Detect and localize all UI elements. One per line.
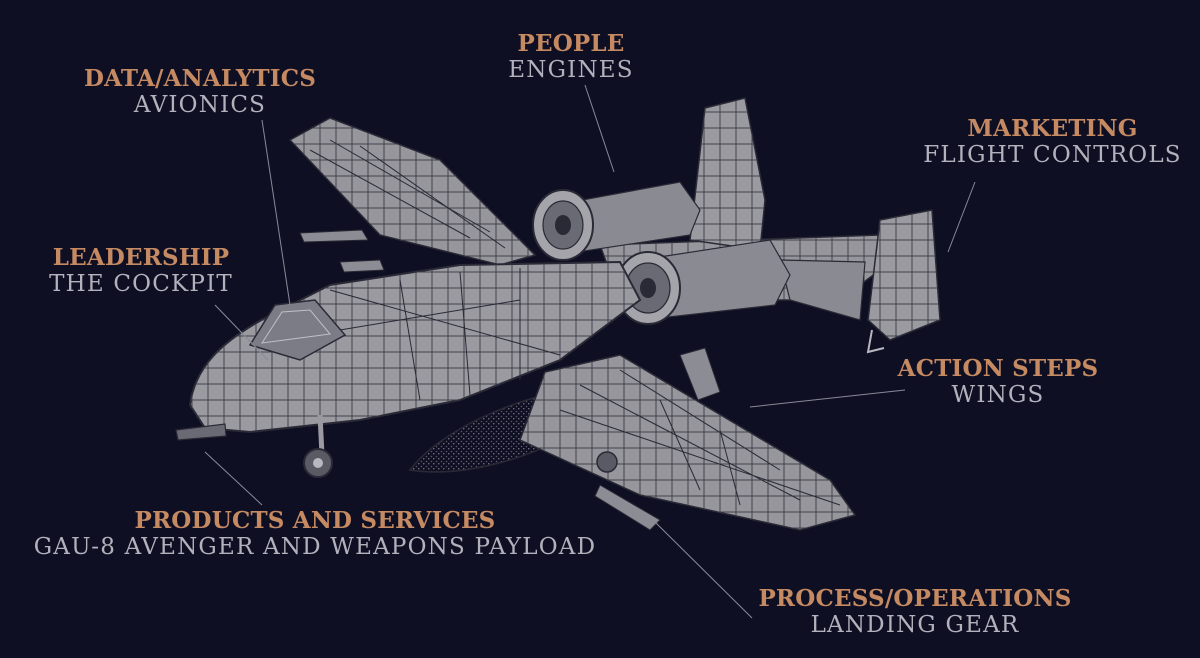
main-landing-gear bbox=[596, 451, 618, 473]
right-wing-pylon bbox=[594, 347, 721, 531]
label-part: GAU-8 AVENGER AND WEAPONS PAYLOAD bbox=[33, 534, 597, 560]
left-wing bbox=[288, 117, 537, 266]
leader-line-avionics bbox=[261, 119, 291, 306]
leader-line-engines bbox=[584, 84, 615, 173]
label-people-engines: PEOPLE ENGINES bbox=[500, 32, 642, 82]
label-category: DATA/ANALYTICS bbox=[83, 65, 317, 92]
label-category: MARKETING bbox=[967, 115, 1138, 142]
engine-upper bbox=[532, 181, 701, 261]
label-category: PRODUCTS AND SERVICES bbox=[134, 507, 496, 534]
label-leadership-cockpit: LEADERSHIP THE COCKPIT bbox=[36, 246, 246, 296]
label-category: PEOPLE bbox=[517, 30, 625, 57]
vertical-stabilizer-left bbox=[689, 97, 766, 251]
label-part: THE COCKPIT bbox=[49, 271, 233, 297]
label-category: ACTION STEPS bbox=[897, 355, 1099, 382]
left-wing-pylons bbox=[299, 229, 385, 273]
vertical-stabilizer-right bbox=[866, 209, 941, 354]
label-part: LANDING GEAR bbox=[810, 612, 1020, 638]
label-part: FLIGHT CONTROLS bbox=[923, 142, 1182, 168]
leader-lines bbox=[204, 84, 976, 619]
label-part: AVIONICS bbox=[133, 92, 267, 118]
label-category: LEADERSHIP bbox=[52, 244, 230, 271]
label-part: ENGINES bbox=[508, 57, 634, 83]
gau8-gun bbox=[175, 423, 227, 441]
label-action-steps-wings: ACTION STEPS WINGS bbox=[893, 357, 1103, 407]
label-process-operations-landing-gear: PROCESS/OPERATIONS LANDING GEAR bbox=[750, 587, 1080, 637]
label-data-analytics-avionics: DATA/ANALYTICS AVIONICS bbox=[70, 67, 330, 117]
leader-line-wings bbox=[749, 389, 906, 408]
leader-line-cockpit bbox=[214, 304, 269, 361]
leader-line-gun bbox=[204, 451, 263, 506]
leader-line-flight-controls bbox=[947, 181, 976, 253]
label-marketing-flight-controls: MARKETING FLIGHT CONTROLS bbox=[910, 117, 1195, 167]
right-wing bbox=[519, 354, 857, 531]
leader-line-landing-gear bbox=[654, 521, 753, 619]
label-category: PROCESS/OPERATIONS bbox=[758, 585, 1072, 612]
engine-lower bbox=[615, 239, 791, 325]
nose-landing-gear bbox=[303, 414, 333, 478]
cockpit bbox=[248, 299, 347, 361]
label-products-services-payload: PRODUCTS AND SERVICES GAU-8 AVENGER AND … bbox=[10, 509, 620, 559]
label-part: WINGS bbox=[951, 382, 1045, 408]
